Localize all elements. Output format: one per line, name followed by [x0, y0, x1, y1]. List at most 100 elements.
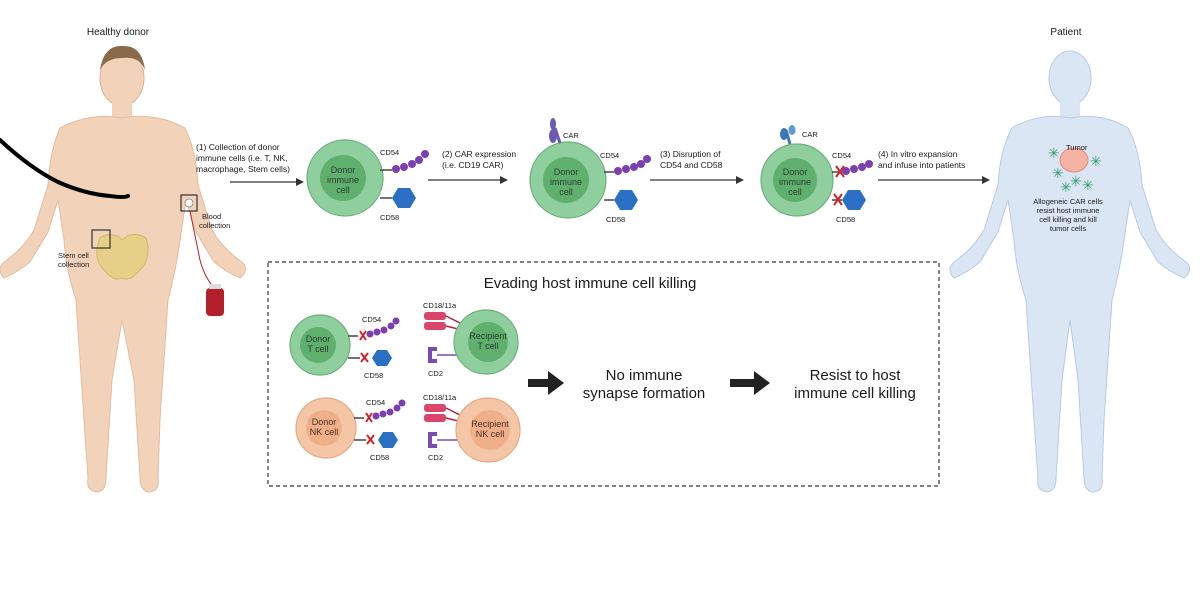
t-row-cd18-label: CD18/11a: [423, 301, 457, 310]
donor-t-cell-name-1: Donor: [306, 334, 331, 344]
cd58-icon: [392, 188, 416, 208]
donor-nk-cell-name-1: Donor: [312, 417, 337, 427]
cd2-icon: [428, 432, 437, 448]
nk-cell-row: Donor NK cell CD54 CD58 CD18/11a: [295, 393, 521, 463]
disruption-x-icon: [360, 352, 369, 363]
cd54-icon: [372, 399, 406, 420]
result-1-line2: synapse formation: [583, 385, 706, 402]
step-1-line2: immune cells (i.e. T, NK,: [196, 153, 287, 163]
nk-row-cd58-label: CD58: [370, 453, 389, 462]
stem-cell-collection-marker: [91, 229, 111, 249]
cell-2-car-label: CAR: [563, 131, 579, 140]
cell-3-cd54-label: CD54: [832, 151, 851, 160]
blood-label-line1: Blood: [202, 212, 221, 221]
blood-tube: [189, 210, 215, 289]
tumor-label: Tumor: [1066, 143, 1088, 152]
cell-nucleus: [773, 158, 817, 202]
donor-cell-2: Donor immune cell CAR CD54 CD58: [529, 118, 651, 224]
t-row-cd54-label: CD54: [362, 315, 381, 324]
cell-3-car-label: CAR: [802, 130, 818, 139]
cell-2-name-3: cell: [559, 187, 573, 197]
stem-cell-label-line1: Stem cell: [58, 251, 89, 260]
recipient-nk-cell-name-1: Recipient: [471, 419, 509, 429]
cd58-icon: [842, 190, 866, 210]
result-arrow-1: [528, 371, 564, 395]
step-2-line1: (2) CAR expression: [442, 149, 516, 159]
disruption-x-icon: [359, 330, 367, 341]
donor-cell-1: Donor immune cell CD54 CD58: [306, 139, 429, 222]
cell-2-cd58-label: CD58: [606, 215, 625, 224]
cell-2-cd54-label: CD54: [600, 151, 619, 160]
cd54-icon: [842, 160, 873, 175]
svg-text:✳: ✳: [1048, 145, 1060, 161]
evading-panel: Evading host immune cell killing Donor T…: [267, 261, 940, 487]
donor-t-cell-name-2: T cell: [307, 344, 328, 354]
step-4-line1: (4) In vitro expansion: [878, 149, 958, 159]
car-t-cell-icons: ✳ ✳ ✳ ✳ ✳ ✳: [1048, 145, 1102, 195]
patient-outcome-3: cell killing and kill: [1039, 215, 1097, 224]
step-3-line1: (3) Disruption of: [660, 149, 721, 159]
blood-collection-marker: [180, 194, 198, 212]
step-4-line2: and infuse into patients: [878, 160, 965, 170]
donor-cell-3: Donor immune cell CAR CD54 CD58: [760, 125, 873, 224]
svg-text:✳: ✳: [1090, 153, 1102, 169]
patient-outcome-2: resist host immune: [1037, 206, 1100, 215]
step-3: (3) Disruption of CD54 and CD58: [650, 149, 744, 184]
donor-neck: [112, 102, 132, 120]
patient-title: Patient: [1050, 27, 1081, 38]
cell-2-name-2: immune: [550, 177, 582, 187]
disruption-x-icon: [833, 193, 843, 206]
cell-nucleus: [320, 155, 366, 201]
car-icon: [549, 118, 562, 144]
recipient-t-cell-name-2: T cell: [477, 341, 498, 351]
donor-nk-cell-name-2: NK cell: [310, 427, 339, 437]
result-2-line2: immune cell killing: [794, 385, 916, 402]
cell-3-name-3: cell: [788, 187, 802, 197]
step-1: (1) Collection of donor immune cells (i.…: [196, 142, 304, 186]
stem-cell-label-line2: collection: [58, 260, 89, 269]
donor-hair: [100, 45, 145, 70]
tumor-icon: [1059, 147, 1089, 173]
result-arrow-2: [730, 371, 770, 395]
cd54-icon: [366, 317, 400, 338]
svg-text:✳: ✳: [1060, 179, 1072, 195]
patient-figure: Patient Tumor ✳ ✳ ✳ ✳ ✳ ✳ Allogeneic CAR…: [949, 27, 1190, 493]
cell-1-cd54-label: CD54: [380, 148, 399, 157]
nk-row-cd54-label: CD54: [366, 398, 385, 407]
cell-1-name-3: cell: [336, 185, 350, 195]
disruption-x-icon: [365, 412, 373, 423]
car-icon: [780, 125, 796, 145]
patient-head: [1048, 50, 1092, 106]
cell-nucleus: [543, 157, 589, 203]
cell-1-name-1: Donor: [331, 165, 356, 175]
cd58-icon: [614, 190, 638, 210]
donor-body: [0, 115, 246, 493]
patient-outcome-4: tumor cells: [1050, 224, 1087, 233]
t-row-cd58-label: CD58: [364, 371, 383, 380]
cell-3-name-2: immune: [779, 177, 811, 187]
cell-3-name-1: Donor: [783, 167, 808, 177]
cd54-icon: [392, 150, 429, 173]
patient-body: [949, 115, 1190, 493]
cd58-icon: [372, 350, 392, 366]
blood-label-line2: collection: [199, 221, 230, 230]
disruption-x-icon: [366, 434, 375, 445]
blood-bag-icon: [206, 288, 224, 316]
donor-title: Healthy donor: [87, 27, 150, 38]
t-row-cd2-label: CD2: [428, 369, 443, 378]
cell-2-name-1: Donor: [554, 167, 579, 177]
evading-title: Evading host immune cell killing: [484, 275, 697, 292]
cd58-icon: [378, 432, 398, 448]
cell-3-cd58-label: CD58: [836, 215, 855, 224]
step-4: (4) In vitro expansion and infuse into p…: [878, 149, 990, 184]
donor-figure: Healthy donor Stem cell collection Blood…: [0, 27, 246, 493]
recipient-t-cell-name-1: Recipient: [469, 331, 507, 341]
disruption-x-icon: [835, 165, 845, 178]
cell-1-cd58-label: CD58: [380, 213, 399, 222]
result-2-line1: Resist to host: [810, 367, 902, 384]
step-2-line2: (i.e. CD19 CAR): [442, 160, 504, 170]
nk-row-cd2-label: CD2: [428, 453, 443, 462]
t-cell-row: Donor T cell CD54 CD58 CD18/11a: [289, 301, 519, 380]
step-3-line2: CD54 and CD58: [660, 160, 723, 170]
